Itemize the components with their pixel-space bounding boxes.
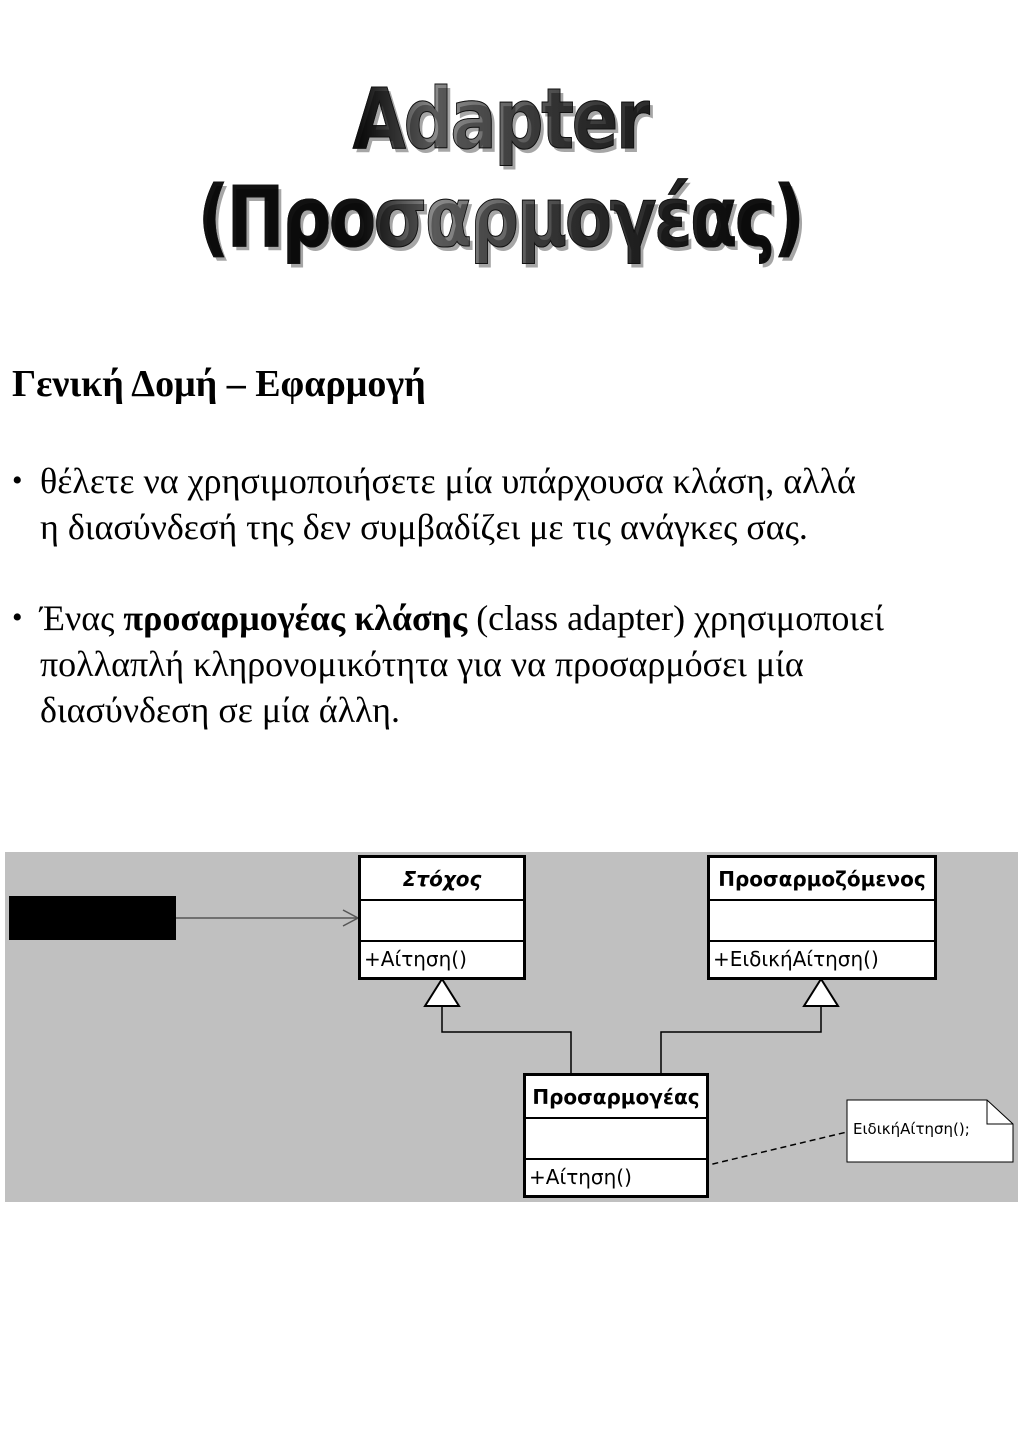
note: ΕιδικήΑίτηση(); bbox=[847, 1100, 1013, 1162]
generalization-line-target bbox=[441, 1006, 572, 1074]
class-name: Προσαρμογέας bbox=[526, 1076, 706, 1119]
bullet-line: Ένας προσαρμογέας κλάσης (class adapter)… bbox=[40, 595, 1017, 641]
bullet-bold-term: προσαρμογέας κλάσης bbox=[123, 598, 468, 638]
class-adaptee: Προσαρμοζόμενος +ΕιδικήΑίτηση() bbox=[707, 855, 937, 980]
class-name: Προσαρμοζόμενος bbox=[710, 858, 934, 901]
bullet-line: διασύνδεση σε μία άλλη. bbox=[40, 690, 400, 730]
bullet-line: πολλαπλή κληρονομικότητα για να προσαρμό… bbox=[40, 644, 804, 684]
class-attributes bbox=[361, 901, 523, 942]
bullet-suffix: (class adapter) χρησιμοποιεί bbox=[467, 598, 884, 638]
generalization-line-adaptee bbox=[660, 1006, 822, 1074]
bullet-marker: • bbox=[12, 464, 23, 497]
class-operation: +Αίτηση() bbox=[364, 947, 467, 971]
class-operation: +Αίτηση() bbox=[529, 1165, 632, 1189]
generalization-triangle-target bbox=[423, 977, 461, 1007]
note-fold bbox=[986, 1100, 1013, 1125]
class-attributes bbox=[526, 1119, 706, 1160]
class-target: Στόχος +Αίτηση() bbox=[358, 855, 526, 980]
bullet-prefix: Ένας bbox=[40, 598, 124, 638]
class-attributes bbox=[710, 901, 934, 942]
section-heading: Γενική Δομή – Εφαρμογή bbox=[12, 363, 426, 405]
generalization-triangle-adaptee bbox=[802, 977, 840, 1007]
bullet-line: θέλετε να χρησιμοποιήσετε μία υπάρχουσα … bbox=[40, 461, 856, 501]
page-title: Adapter (Προσαρμογέας) bbox=[90, 70, 910, 267]
bullet-text: Ένας προσαρμογέας κλάσης (class adapter)… bbox=[40, 595, 1017, 733]
note-shape bbox=[846, 1099, 1014, 1163]
redacted-block bbox=[9, 896, 176, 940]
bullet-list: • θέλετε να χρησιμοποιήσετε μία υπάρχουσ… bbox=[12, 458, 1017, 778]
bullet-marker: • bbox=[12, 601, 23, 634]
class-name: Στόχος bbox=[361, 858, 523, 901]
bullet-line: η διασύνδεσή της δεν συμβαδίζει με τις α… bbox=[40, 507, 808, 547]
class-adapter: Προσαρμογέας +Αίτηση() bbox=[523, 1073, 709, 1198]
class-operation: +ΕιδικήΑίτηση() bbox=[713, 947, 879, 971]
uml-class-diagram: Στόχος +Αίτηση() Προσαρμοζόμενος +Ειδική… bbox=[5, 852, 1018, 1202]
bullet-item: • Ένας προσαρμογέας κλάσης (class adapte… bbox=[12, 595, 1017, 733]
note-text: ΕιδικήΑίτηση(); bbox=[853, 1120, 970, 1138]
bullet-item: • θέλετε να χρησιμοποιήσετε μία υπάρχουσ… bbox=[12, 458, 1017, 550]
bullet-text: θέλετε να χρησιμοποιήσετε μία υπάρχουσα … bbox=[40, 458, 1017, 550]
